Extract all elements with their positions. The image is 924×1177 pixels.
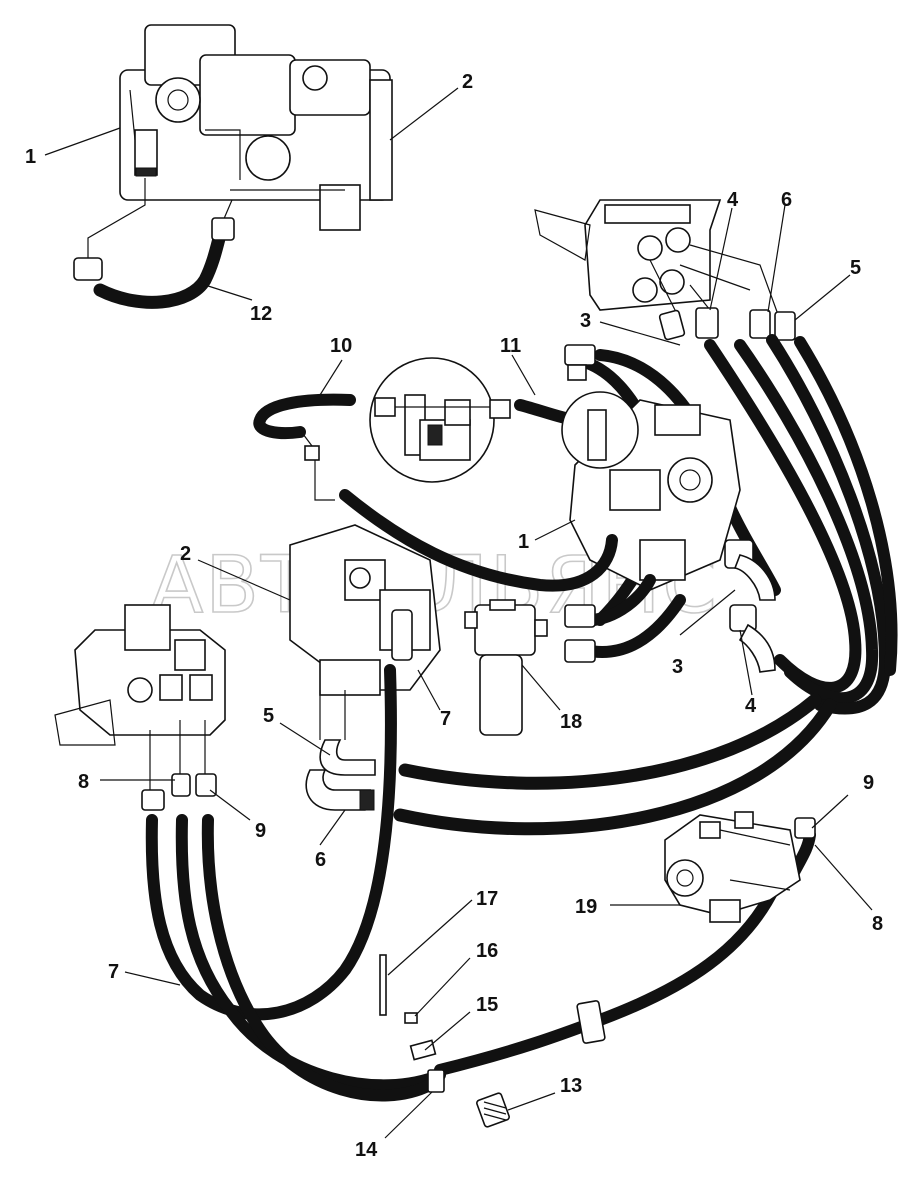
- hoses-lower-left: [145, 664, 816, 1102]
- callout-6: 6: [781, 189, 792, 211]
- callout-labels: 1 2 12 4 6 5 3 10 11 1 2 3 4 7 18 5 8 9 …: [25, 71, 883, 1161]
- callout-3-second: 3: [672, 656, 683, 678]
- callout-2: 2: [462, 71, 473, 93]
- callout-11: 11: [500, 335, 521, 357]
- hose-10: [253, 393, 356, 501]
- callout-1: 1: [25, 146, 36, 168]
- motor-19: [664, 811, 816, 923]
- distributor-center: [289, 524, 441, 696]
- filter-18: [464, 599, 548, 736]
- callout-19: 19: [575, 896, 597, 918]
- callout-16: 16: [476, 940, 498, 962]
- callout-9: 9: [255, 820, 266, 842]
- callout-15: 15: [476, 994, 498, 1016]
- detail-circle: [369, 357, 511, 483]
- small-parts: [379, 954, 606, 1128]
- callout-17: 17: [476, 888, 498, 910]
- callout-18: 18: [560, 711, 582, 733]
- callout-5: 5: [850, 257, 861, 279]
- callout-7: 7: [440, 708, 451, 730]
- leader-lines: [44, 87, 873, 1139]
- callout-6-second: 6: [315, 849, 326, 871]
- callout-2-second: 2: [180, 543, 191, 565]
- callout-4-second: 4: [745, 695, 757, 717]
- callout-9-second: 9: [863, 772, 874, 794]
- callout-3: 3: [580, 310, 591, 332]
- fittings-5-6: [305, 690, 376, 811]
- valve-block-top-right: [534, 199, 781, 321]
- callout-7-second: 7: [108, 961, 119, 983]
- fittings-3-4-right: [564, 539, 776, 673]
- callout-4: 4: [727, 189, 739, 211]
- pump-assembly-top: [119, 24, 393, 231]
- hose-12: [73, 178, 235, 309]
- callout-12: 12: [250, 303, 272, 325]
- callout-8: 8: [78, 771, 89, 793]
- callout-8-second: 8: [872, 913, 883, 935]
- callout-5-second: 5: [263, 705, 274, 727]
- callout-13: 13: [560, 1075, 582, 1097]
- callout-14: 14: [355, 1139, 378, 1161]
- callout-10: 10: [330, 335, 352, 357]
- callout-1-second: 1: [518, 531, 529, 553]
- fittings-top-right: [658, 307, 796, 341]
